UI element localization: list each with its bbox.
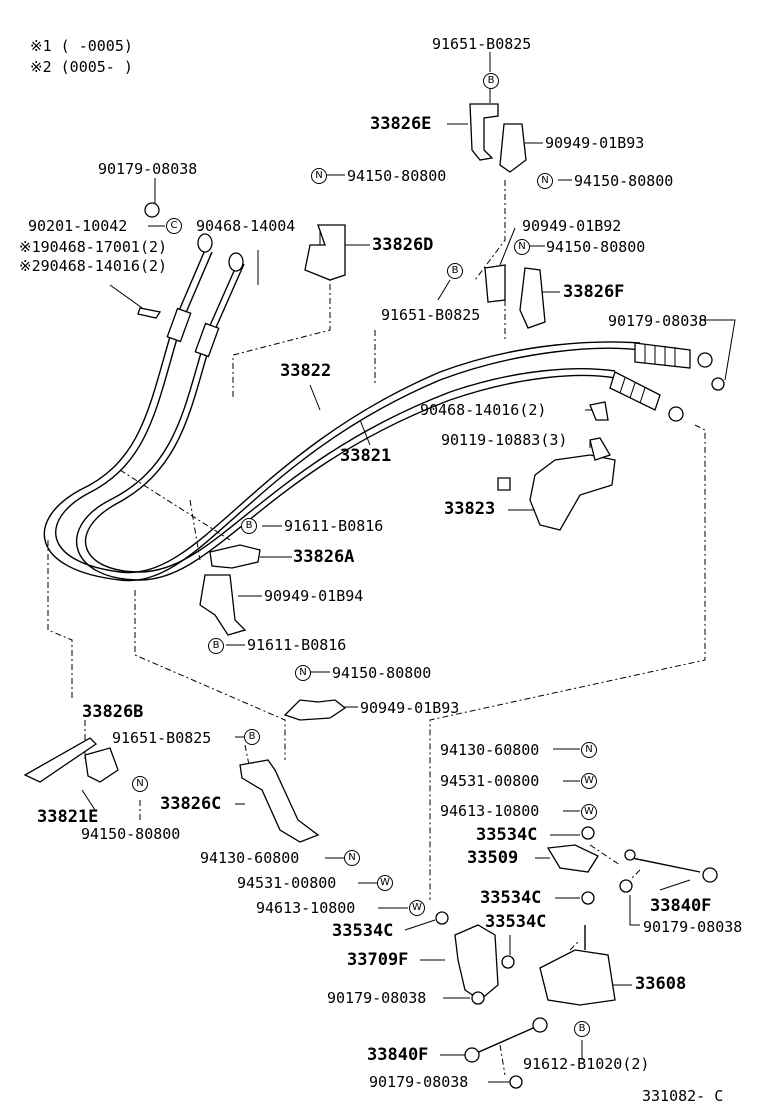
label-90468-14016: 90468-14016(2) — [420, 401, 547, 419]
symbol-n: N — [311, 168, 327, 184]
symbol-b: B — [244, 729, 260, 745]
label-33534c: 33534C — [480, 888, 542, 908]
label-90949-01b93: 90949-01B93 — [545, 134, 645, 152]
symbol-n: N — [295, 665, 311, 681]
symbol-b: B — [241, 518, 257, 534]
label-94150-80800: 94150-80800 — [546, 238, 646, 256]
symbol-n: N — [344, 850, 360, 866]
label-91651-b0825: 91651-B0825 — [112, 729, 212, 747]
label-90119-10883: 90119-10883(3) — [441, 431, 568, 449]
symbol-w: W — [581, 773, 597, 789]
symbol-b: B — [483, 73, 499, 89]
label-94150-80800: 94150-80800 — [347, 167, 447, 185]
note-2: ※2 (0005- ) — [30, 58, 133, 76]
label-94613-10800: 94613-10800 — [256, 899, 356, 917]
symbol-c: C — [166, 218, 182, 234]
label-33840f: 33840F — [367, 1045, 429, 1065]
label-90179-08038: 90179-08038 — [327, 989, 427, 1007]
label-33821: 33821 — [340, 446, 392, 466]
label-90949-01b93: 90949-01B93 — [360, 699, 460, 717]
label-33709f: 33709F — [347, 950, 409, 970]
symbol-n: N — [132, 776, 148, 792]
symbol-w: W — [581, 804, 597, 820]
label-91612-b1020: 91612-B1020(2) — [523, 1055, 650, 1073]
label-90468-17001: ※190468-17001(2) — [19, 238, 168, 256]
label-33534c: 33534C — [332, 921, 394, 941]
label-33823: 33823 — [444, 499, 496, 519]
label-91611-b0816: 91611-B0816 — [247, 636, 347, 654]
label-33826e: 33826E — [370, 114, 432, 134]
symbol-w: W — [409, 900, 425, 916]
label-90179-08038: 90179-08038 — [98, 160, 198, 178]
symbol-b: B — [574, 1021, 590, 1037]
symbol-b: B — [447, 263, 463, 279]
label-90949-01b94: 90949-01B94 — [264, 587, 364, 605]
label-33826b: 33826B — [82, 702, 144, 722]
label-33509: 33509 — [467, 848, 519, 868]
label-33840f: 33840F — [650, 896, 712, 916]
symbol-n: N — [581, 742, 597, 758]
label-90468-14004: 90468-14004 — [196, 217, 296, 235]
brackets — [23, 103, 725, 1089]
label-91651-b0825: 91651-B0825 — [381, 306, 481, 324]
label-33826a: 33826A — [293, 547, 355, 567]
label-91611-b0816: 91611-B0816 — [284, 517, 384, 535]
diagram-code: 331082- C — [642, 1087, 724, 1105]
label-33534c: 33534C — [485, 912, 547, 932]
symbol-w: W — [377, 875, 393, 891]
symbol-n: N — [537, 173, 553, 189]
reference-lines — [47, 180, 706, 1076]
label-33826f: 33826F — [563, 282, 625, 302]
label-94130-60800: 94130-60800 — [200, 849, 300, 867]
label-94531-00800: 94531-00800 — [440, 772, 540, 790]
label-94150-80800: 94150-80800 — [81, 825, 181, 843]
label-90468-14016: ※290468-14016(2) — [19, 257, 168, 275]
label-33821e: 33821E — [37, 807, 99, 827]
label-90179-08038: 90179-08038 — [608, 312, 708, 330]
label-90179-08038: 90179-08038 — [369, 1073, 469, 1091]
label-94613-10800: 94613-10800 — [440, 802, 540, 820]
label-94150-80800: 94150-80800 — [332, 664, 432, 682]
label-33534c: 33534C — [476, 825, 538, 845]
symbol-b: B — [208, 638, 224, 654]
label-33608: 33608 — [635, 974, 687, 994]
label-33826d: 33826D — [372, 235, 434, 255]
label-94130-60800: 94130-60800 — [440, 741, 540, 759]
note-1: ※1 ( -0005) — [30, 37, 133, 55]
label-33826c: 33826C — [160, 794, 222, 814]
symbol-n: N — [514, 239, 530, 255]
label-94531-00800: 94531-00800 — [237, 874, 337, 892]
label-90949-01b92: 90949-01B92 — [522, 217, 622, 235]
label-33822: 33822 — [280, 361, 332, 381]
label-90201-10042: 90201-10042 — [28, 217, 128, 235]
control-cables — [43, 233, 713, 582]
label-94150-80800: 94150-80800 — [574, 172, 674, 190]
label-91651-b0825: 91651-B0825 — [432, 35, 532, 53]
label-90179-08038: 90179-08038 — [643, 918, 743, 936]
leader-lines — [81, 52, 736, 1083]
